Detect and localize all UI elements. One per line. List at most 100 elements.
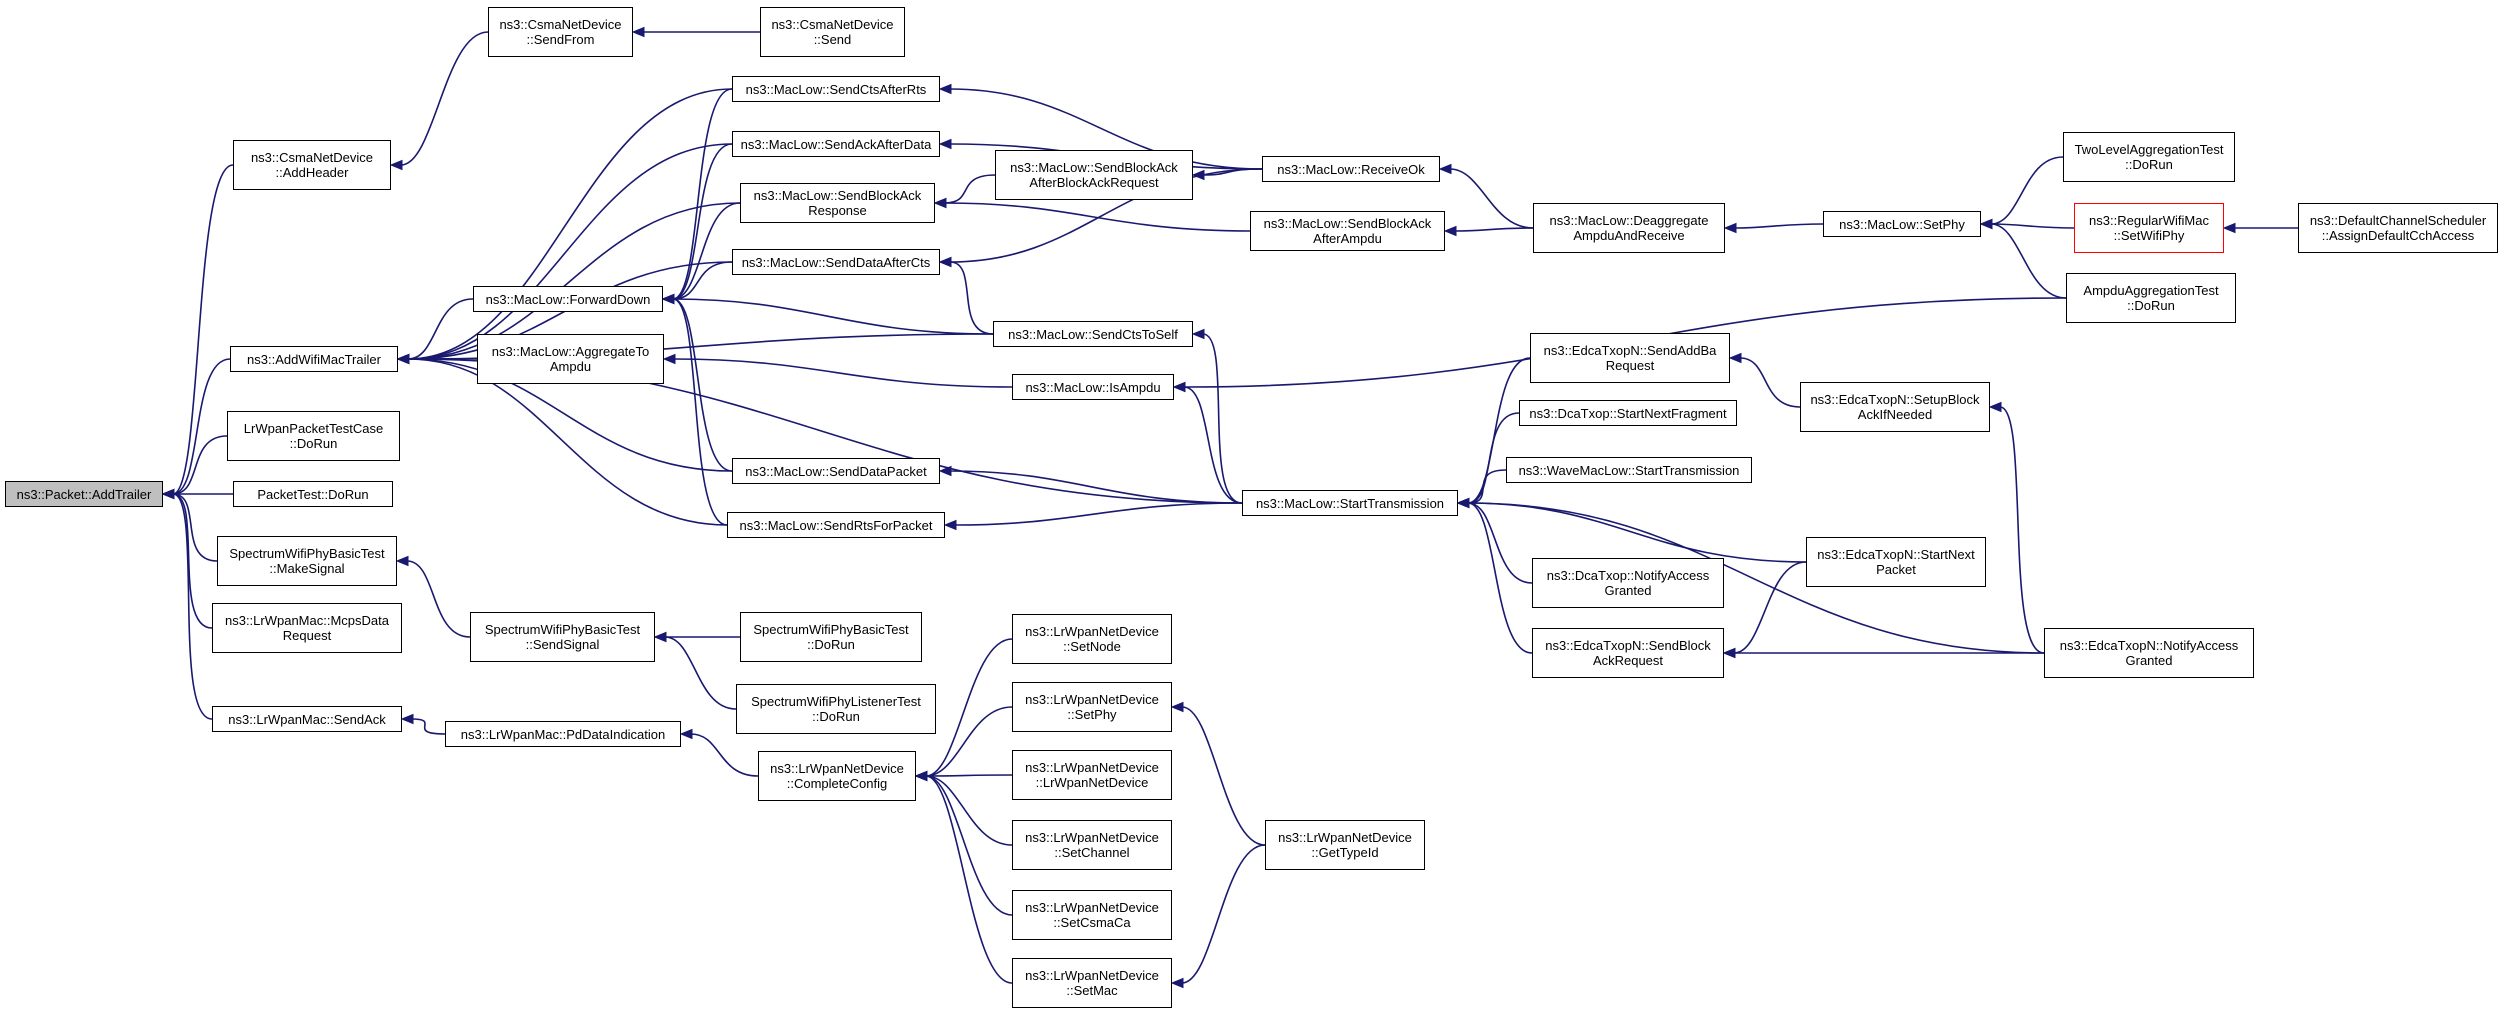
call-edge (1467, 412, 1520, 504)
call-edge (407, 358, 733, 472)
call-edge (949, 168, 1263, 263)
graph-node-label: ns3::MacLow::SendAckAfterData (741, 137, 932, 152)
graph-node[interactable]: ns3::LrWpanNetDevice::SetPhy (1012, 682, 1172, 732)
call-edge-arrowhead (653, 631, 667, 643)
graph-node-label: ns3::MacLow::ForwardDown (486, 292, 651, 307)
graph-node[interactable]: SpectrumWifiPhyBasicTest::DoRun (740, 612, 922, 662)
graph-node[interactable]: ns3::WaveMacLow::StartTransmission (1506, 457, 1752, 483)
graph-node-label: ns3::LrWpanNetDevice::GetTypeId (1278, 830, 1412, 860)
graph-node[interactable]: ns3::DcaTxop::StartNextFragment (1519, 400, 1737, 426)
call-edge (1467, 502, 2045, 654)
graph-node[interactable]: ns3::LrWpanNetDevice::GetTypeId (1265, 820, 1425, 870)
graph-node-label: ns3::WaveMacLow::StartTransmission (1519, 463, 1740, 478)
graph-node-label-line: TwoLevelAggregationTest (2074, 142, 2224, 157)
graph-node-label-line: ns3::MacLow::SendAckAfterData (740, 136, 932, 152)
graph-node[interactable]: ns3::LrWpanNetDevice::LrWpanNetDevice (1012, 750, 1172, 800)
graph-node-label: ns3::MacLow::StartTransmission (1256, 496, 1444, 511)
graph-node[interactable]: ns3::MacLow::SendCtsToSelf (993, 321, 1193, 347)
call-edge (949, 88, 1263, 170)
graph-node[interactable]: ns3::MacLow::ReceiveOk (1262, 156, 1440, 182)
graph-node-label-line: ns3::LrWpanNetDevice (1025, 900, 1159, 915)
graph-node-label: ns3::DcaTxop::StartNextFragment (1529, 406, 1726, 421)
call-edge-arrowhead (1456, 497, 1470, 509)
graph-node[interactable]: SpectrumWifiPhyBasicTest::MakeSignal (217, 536, 397, 586)
graph-node-label: ns3::LrWpanNetDevice::SetChannel (1025, 830, 1159, 860)
call-edge-arrowhead (1723, 222, 1737, 234)
call-edge (672, 298, 994, 335)
graph-node[interactable]: SpectrumWifiPhyListenerTest::DoRun (736, 684, 936, 734)
graph-node-label-line: ::SendFrom (526, 32, 595, 47)
graph-node-label: ns3::Packet::AddTrailer (17, 487, 152, 502)
graph-node[interactable]: ns3::RegularWifiMac::SetWifiPhy (2074, 203, 2224, 253)
call-edge (672, 261, 733, 300)
graph-node-label-line: ns3::MacLow::StartTransmission (1255, 495, 1445, 511)
graph-node[interactable]: ns3::CsmaNetDevice::SendFrom (488, 7, 633, 57)
graph-node[interactable]: ns3::MacLow::StartTransmission (1242, 490, 1458, 516)
call-edge (672, 202, 741, 300)
graph-node[interactable]: ns3::MacLow::IsAmpdu (1012, 374, 1174, 400)
graph-node-label-line: ns3::EdcaTxopN::SetupBlock (1810, 392, 1980, 407)
graph-node[interactable]: ns3::LrWpanNetDevice::SetCsmaCa (1012, 890, 1172, 940)
graph-node[interactable]: LrWpanPacketTestCase::DoRun (227, 411, 400, 461)
graph-node-label-line: Packet (1876, 562, 1916, 577)
call-edge (407, 358, 728, 526)
graph-node-label-line: ns3::DefaultChannelScheduler (2309, 213, 2487, 228)
call-edge (1202, 333, 1243, 504)
graph-node[interactable]: ns3::LrWpanMac::PdDataIndication (445, 721, 681, 747)
call-edge (690, 733, 759, 777)
graph-node[interactable]: ns3::LrWpanNetDevice::SetNode (1012, 614, 1172, 664)
call-edge-arrowhead (1722, 647, 1736, 659)
call-edge-arrowhead (631, 26, 645, 38)
graph-node[interactable]: ns3::LrWpanNetDevice::SetMac (1012, 958, 1172, 1008)
graph-node-label-line: ::SetCsmaCa (1053, 915, 1131, 930)
graph-node-label-line: ns3::EdcaTxopN::SendBlock (1545, 638, 1711, 653)
graph-node[interactable]: ns3::LrWpanNetDevice::CompleteConfig (758, 751, 916, 801)
call-edge (1467, 502, 1533, 654)
graph-node[interactable]: AmpduAggregationTest::DoRun (2066, 273, 2236, 323)
graph-node[interactable]: ns3::CsmaNetDevice::Send (760, 7, 905, 57)
graph-node-label-line: ns3::MacLow::SendBlockAck (1010, 160, 1178, 175)
call-edge-arrowhead (1443, 225, 1457, 237)
graph-node[interactable]: ns3::MacLow::ForwardDown (473, 286, 663, 312)
call-edge (407, 143, 733, 360)
graph-node-label-line: ns3::LrWpanNetDevice (1025, 692, 1159, 707)
call-edge-arrowhead (661, 293, 675, 305)
graph-node-label-line: ns3::Packet::AddTrailer (16, 486, 152, 502)
graph-node[interactable]: ns3::MacLow::SendDataPacket (732, 458, 940, 484)
call-edge (1467, 502, 1807, 563)
graph-node-label-line: ns3::DcaTxop::NotifyAccess (1546, 568, 1710, 583)
graph-node[interactable]: PacketTest::DoRun (233, 481, 393, 507)
call-edge (949, 470, 1243, 504)
graph-node[interactable]: ns3::DefaultChannelScheduler::AssignDefa… (2298, 203, 2498, 253)
graph-node[interactable]: ns3::MacLow::SetPhy (1823, 211, 1981, 237)
graph-node-label-line: ::SendSignal (525, 637, 600, 652)
graph-node[interactable]: ns3::LrWpanMac::SendAck (212, 706, 402, 732)
graph-node[interactable]: SpectrumWifiPhyBasicTest::SendSignal (470, 612, 655, 662)
graph-node[interactable]: ns3::MacLow::SendAckAfterData (732, 131, 940, 157)
graph-node-label: ns3::RegularWifiMac::SetWifiPhy (2089, 213, 2209, 243)
graph-node[interactable]: ns3::AddWifiMacTrailer (230, 346, 398, 372)
graph-node[interactable]: ns3::MacLow::SendRtsForPacket (727, 512, 945, 538)
graph-node[interactable]: ns3::MacLow::SendDataAfterCts (732, 249, 940, 275)
graph-node[interactable]: ns3::MacLow::SendCtsAfterRts (732, 76, 940, 102)
graph-node-label-line: Granted (2125, 653, 2173, 668)
call-edge (1999, 406, 2045, 654)
graph-node[interactable]: ns3::LrWpanNetDevice::SetChannel (1012, 820, 1172, 870)
call-edge (1449, 168, 1534, 229)
graph-node[interactable]: ns3::CsmaNetDevice::AddHeader (233, 140, 391, 190)
graph-node-label-line: ns3::DcaTxop::StartNextFragment (1529, 405, 1727, 421)
graph-node[interactable]: TwoLevelAggregationTest::DoRun (2063, 132, 2235, 182)
